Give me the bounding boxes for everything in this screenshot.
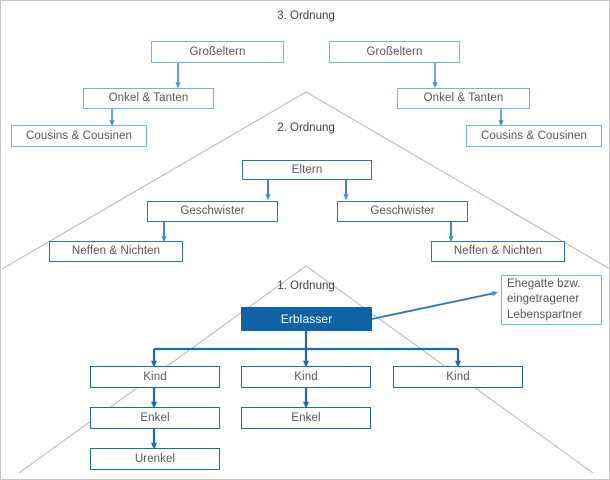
node-siblings-left[interactable]: Geschwister <box>147 201 278 222</box>
ordnung-3-label-text: 3. Ordnung <box>277 10 335 22</box>
node-grandchild-1[interactable]: Enkel <box>90 407 220 429</box>
node-uncles-aunts-right[interactable]: Onkel & Tanten <box>397 88 530 109</box>
node-child-2[interactable]: Kind <box>241 366 371 388</box>
ordnung-1-label: 1. Ordnung <box>1 280 609 292</box>
node-grandparents-left[interactable]: Großeltern <box>151 41 284 63</box>
ordnung-1-label-text: 1. Ordnung <box>277 280 335 292</box>
node-siblings-right[interactable]: Geschwister <box>337 201 468 222</box>
connector-decedent-spouse <box>371 291 499 320</box>
ordnung-2-label-text: 2. Ordnung <box>277 122 335 134</box>
node-child-1[interactable]: Kind <box>90 366 220 388</box>
node-spouse[interactable]: Ehegatte bzw. eingetragener Lebenspartne… <box>501 275 602 325</box>
node-greatgrandchild-1[interactable]: Urenkel <box>90 448 220 470</box>
node-parents[interactable]: Eltern <box>242 160 372 180</box>
node-uncles-aunts-left[interactable]: Onkel & Tanten <box>83 88 214 109</box>
ordnung-2-label: 2. Ordnung <box>1 122 609 134</box>
node-child-3[interactable]: Kind <box>393 366 523 388</box>
node-decedent[interactable]: Erblasser <box>241 307 372 331</box>
node-cousins-right[interactable]: Cousins & Cousinen <box>466 125 602 147</box>
node-nephews-nieces-right[interactable]: Neffen & Nichten <box>431 241 565 262</box>
node-nephews-nieces-left[interactable]: Neffen & Nichten <box>49 241 183 262</box>
ordnung-3-label: 3. Ordnung <box>1 10 609 22</box>
node-cousins-left[interactable]: Cousins & Cousinen <box>11 125 147 147</box>
node-grandchild-2[interactable]: Enkel <box>241 407 371 429</box>
node-grandparents-right[interactable]: Großeltern <box>329 41 460 63</box>
